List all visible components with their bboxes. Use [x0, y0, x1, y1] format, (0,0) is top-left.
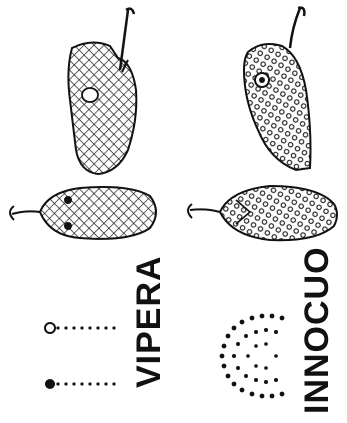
- harmless-bite-marks: [220, 314, 285, 399]
- viper-head-side: [68, 9, 136, 174]
- viper-head-top: [10, 187, 156, 239]
- harmless-label: INNOCUO: [300, 246, 334, 414]
- viper-bite-marks: [45, 323, 116, 389]
- harmless-head-top: [188, 186, 337, 240]
- viper-label: VIPERA: [132, 255, 166, 388]
- harmless-head-side: [244, 8, 311, 170]
